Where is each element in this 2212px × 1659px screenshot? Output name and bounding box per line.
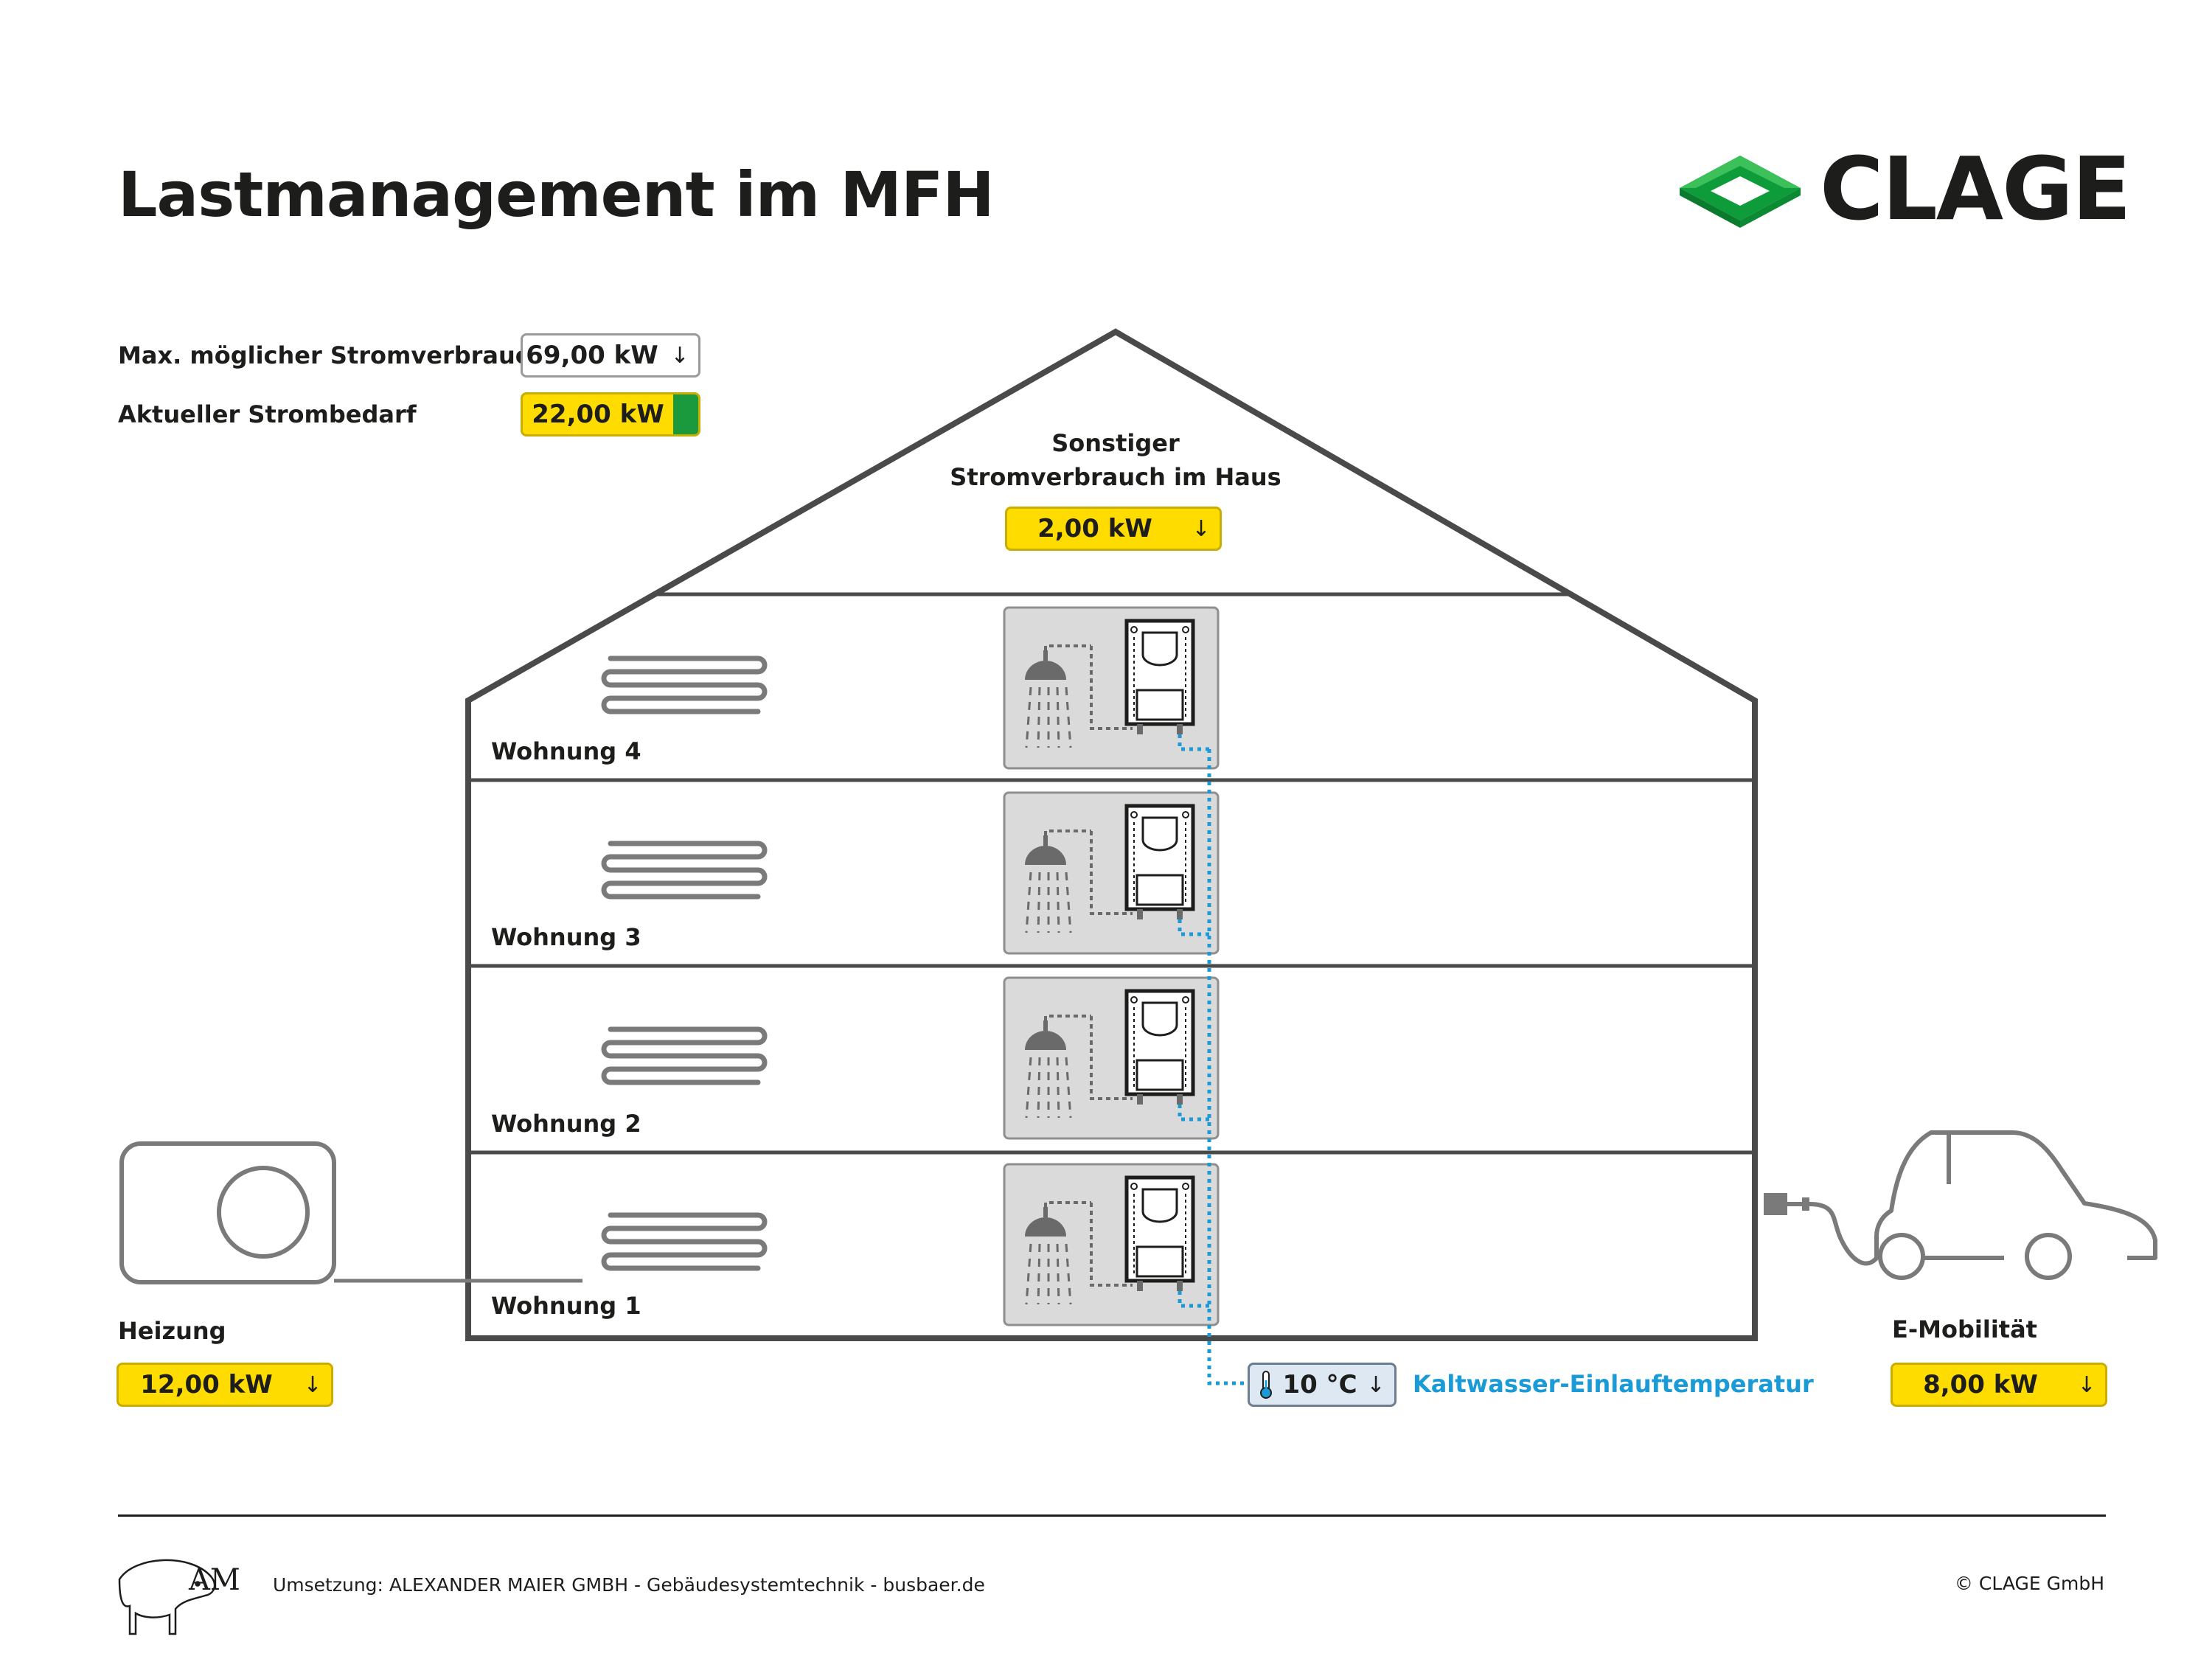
roof-value: 2,00 kW bbox=[1037, 514, 1152, 543]
max-consumption-label: Max. möglicher Stromverbrauch bbox=[118, 341, 546, 369]
footer-divider bbox=[118, 1514, 2106, 1517]
emobility-value: 8,00 kW bbox=[1923, 1370, 2038, 1399]
arrow-down-icon: ↓ bbox=[670, 342, 689, 369]
clage-logo-text: CLAGE bbox=[1820, 138, 2132, 240]
arrow-down-icon: ↓ bbox=[2077, 1371, 2096, 1398]
footer-logo-text: AM bbox=[189, 1563, 240, 1597]
emobility-label: E-Mobilität bbox=[1892, 1315, 2037, 1343]
footer-copyright: © CLAGE GmbH bbox=[1954, 1573, 2104, 1594]
heat-pump-fan-icon bbox=[217, 1166, 310, 1259]
radiator-icon bbox=[604, 1029, 765, 1082]
clage-logo: CLAGE bbox=[1674, 138, 2132, 240]
charging-plug-icon bbox=[1764, 1193, 1879, 1266]
demand-level-indicator bbox=[673, 394, 698, 434]
radiator-icon bbox=[604, 844, 765, 897]
alexander-maier-logo bbox=[118, 1559, 216, 1635]
cold-water-label: Kaltwasser-Einlauftemperatur bbox=[1413, 1370, 1814, 1398]
arrow-down-icon: ↓ bbox=[303, 1371, 322, 1398]
current-demand-value-box: 22,00 kW bbox=[521, 392, 700, 437]
shower-water-heater-icon bbox=[1004, 793, 1218, 953]
footer-credit: Umsetzung: ALEXANDER MAIER GMBH - Gebäud… bbox=[273, 1574, 985, 1596]
roof-label: Sonstiger Stromverbrauch im Haus bbox=[870, 426, 1361, 494]
max-consumption-value-box[interactable]: 69,00 kW ↓ bbox=[521, 333, 700, 378]
cold-water-temp-box[interactable]: 10 °C ↓ bbox=[1248, 1363, 1397, 1407]
radiator-icon bbox=[604, 1215, 765, 1268]
page-title: Lastmanagement im MFH bbox=[118, 159, 995, 231]
clage-diamond-logo-icon bbox=[1680, 156, 1801, 228]
heating-label: Heizung bbox=[118, 1317, 226, 1345]
max-consumption-value: 69,00 kW bbox=[526, 341, 658, 370]
arrow-down-icon: ↓ bbox=[1366, 1371, 1385, 1398]
shower-water-heater-icon bbox=[1004, 978, 1218, 1138]
floor-label-wohnung-4: Wohnung 4 bbox=[491, 737, 641, 765]
current-demand-value: 22,00 kW bbox=[532, 400, 664, 429]
electric-car-icon bbox=[1874, 1130, 2157, 1280]
thermometer-icon bbox=[1250, 1370, 1282, 1399]
cold-water-temp-value: 10 °C bbox=[1282, 1370, 1357, 1399]
floor-label-wohnung-2: Wohnung 2 bbox=[491, 1110, 641, 1138]
floor-label-wohnung-1: Wohnung 1 bbox=[491, 1292, 641, 1320]
arrow-down-icon: ↓ bbox=[1192, 515, 1211, 542]
roof-label-line1: Sonstiger bbox=[1051, 429, 1180, 457]
heat-pump-icon bbox=[119, 1141, 336, 1284]
heating-value-box[interactable]: 12,00 kW ↓ bbox=[116, 1363, 333, 1407]
heating-value: 12,00 kW bbox=[140, 1370, 273, 1399]
shower-water-heater-icon bbox=[1004, 608, 1218, 768]
roof-label-line2: Stromverbrauch im Haus bbox=[950, 463, 1281, 491]
radiator-icon bbox=[604, 658, 765, 712]
house-outline bbox=[465, 328, 1758, 1341]
current-demand-label: Aktueller Strombedarf bbox=[118, 400, 417, 428]
roof-value-box[interactable]: 2,00 kW ↓ bbox=[1005, 507, 1222, 551]
emobility-value-box[interactable]: 8,00 kW ↓ bbox=[1891, 1363, 2107, 1407]
shower-water-heater-icon bbox=[1004, 1164, 1218, 1325]
floor-label-wohnung-3: Wohnung 3 bbox=[491, 923, 641, 951]
